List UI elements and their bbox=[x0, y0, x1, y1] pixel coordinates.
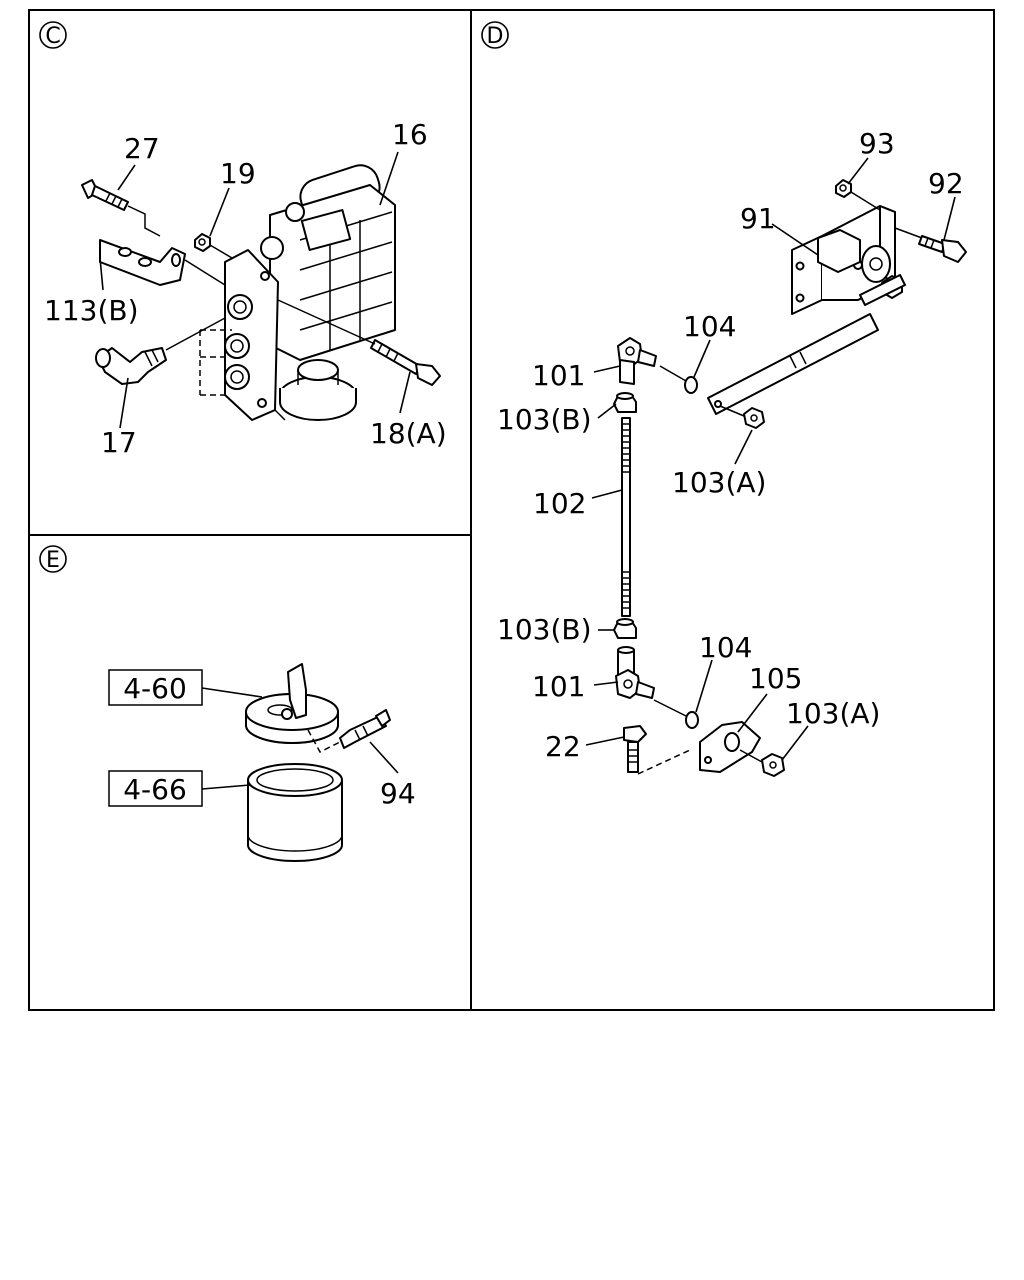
ref-box-4-66 bbox=[108, 770, 203, 807]
svg-text:C: C bbox=[45, 24, 60, 49]
section-c-labels: 16 27 19 113(B) 17 18(A) bbox=[44, 118, 447, 459]
ref-box-4-60 bbox=[108, 669, 203, 706]
label-103b-top: 103(B) bbox=[497, 403, 592, 436]
label-93: 93 bbox=[859, 127, 895, 160]
label-105: 105 bbox=[749, 662, 802, 695]
section-marker-c: C bbox=[39, 21, 67, 49]
section-marker-e: E bbox=[39, 545, 67, 573]
sensor-lever-arm bbox=[707, 274, 906, 415]
label-103a-bottom: 103(A) bbox=[786, 697, 880, 730]
label-91: 91 bbox=[740, 202, 776, 235]
bolt-22 bbox=[623, 725, 647, 773]
label-18a: 18(A) bbox=[370, 417, 447, 450]
ball-joint-101-bottom bbox=[615, 646, 655, 699]
nut-103a-top bbox=[743, 407, 765, 429]
section-c-drawing bbox=[81, 151, 441, 429]
sensor-94 bbox=[339, 709, 391, 749]
washer-104-bottom bbox=[685, 711, 699, 729]
label-113b: 113(B) bbox=[44, 294, 139, 327]
label-101-top: 101 bbox=[532, 359, 585, 392]
section-d-drawing bbox=[585, 157, 967, 777]
nut-19 bbox=[194, 233, 211, 252]
svg-text:E: E bbox=[46, 548, 60, 573]
section-marker-d: D bbox=[481, 21, 509, 49]
svg-text:D: D bbox=[487, 24, 504, 49]
label-102: 102 bbox=[533, 487, 586, 520]
washer-104-top bbox=[684, 376, 698, 394]
elbow-fitting-17 bbox=[95, 347, 167, 385]
label-104-top: 104 bbox=[683, 310, 736, 343]
bolt-18a bbox=[370, 339, 441, 386]
rod-102 bbox=[621, 417, 631, 617]
bracket-113b bbox=[99, 239, 186, 286]
label-103a-top: 103(A) bbox=[672, 466, 766, 499]
label-19: 19 bbox=[220, 157, 256, 190]
valve-assembly-16 bbox=[224, 164, 396, 421]
nut-103a-bottom bbox=[761, 753, 785, 777]
diagram-frames bbox=[28, 9, 995, 1011]
air-cleaner-cap bbox=[245, 663, 339, 744]
label-17: 17 bbox=[101, 426, 137, 459]
label-103b-bottom: 103(B) bbox=[497, 613, 592, 646]
label-27: 27 bbox=[124, 132, 160, 165]
label-104-bottom: 104 bbox=[699, 631, 752, 664]
bolt-92 bbox=[918, 235, 967, 263]
label-22: 22 bbox=[545, 730, 581, 763]
nut-103b-top bbox=[613, 392, 637, 413]
label-ref-4-66[interactable]: 4-66 bbox=[123, 773, 187, 806]
nut-103b-bottom bbox=[613, 618, 637, 639]
height-sensor-bracket-91 bbox=[791, 205, 903, 315]
bracket-105 bbox=[699, 721, 761, 773]
ball-joint-101-top bbox=[617, 337, 657, 385]
label-92: 92 bbox=[928, 167, 964, 200]
section-e-drawing bbox=[108, 663, 399, 862]
filter-element bbox=[247, 763, 343, 862]
bolt-27 bbox=[81, 179, 129, 211]
label-101-bottom: 101 bbox=[532, 670, 585, 703]
label-16: 16 bbox=[392, 118, 428, 151]
label-94: 94 bbox=[380, 777, 416, 810]
section-e-labels: 4-60 4-66 94 bbox=[123, 672, 415, 810]
label-ref-4-60[interactable]: 4-60 bbox=[123, 672, 187, 705]
section-d-labels: 93 92 91 104 101 103(B) 103(A) 102 103(B… bbox=[497, 127, 964, 763]
